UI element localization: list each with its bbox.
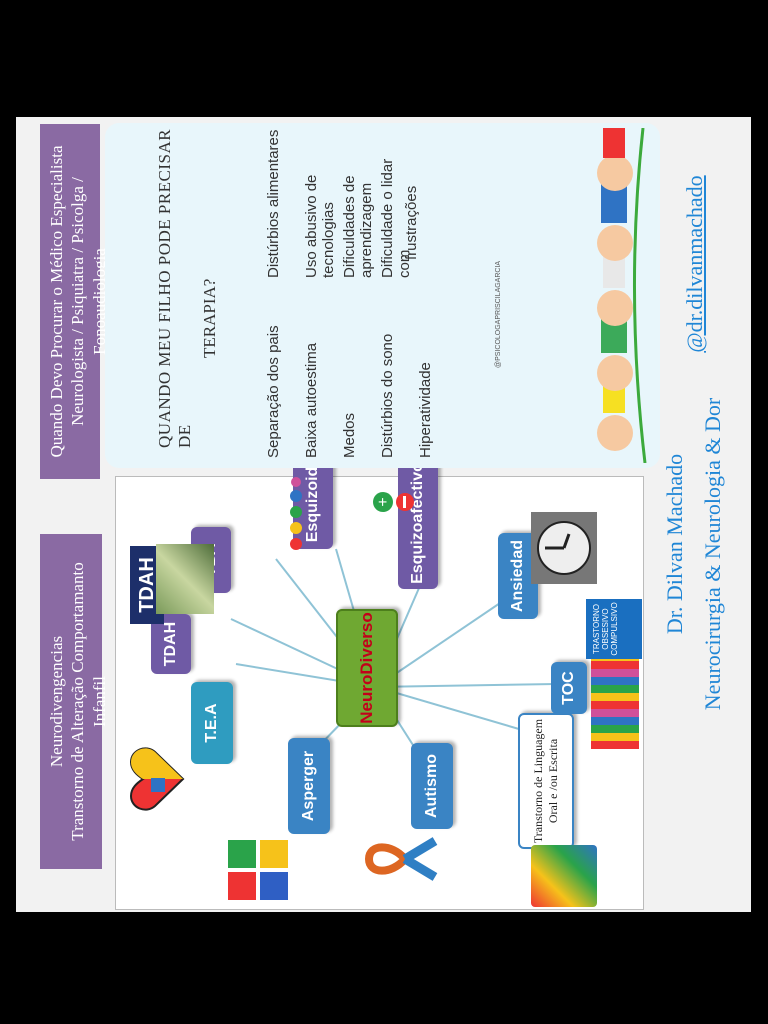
header-left-line2: Transtorno de Alteração Comportamanto In…: [68, 562, 109, 841]
reason-hiperatividade: Hiperatividade: [417, 362, 434, 458]
colorful-letters-image: [531, 845, 597, 907]
clock-face-icon: [531, 512, 597, 584]
center-node: NeuroDiverso: [336, 609, 398, 727]
specialist-header: Quando Devo Procurar o Médico Especialis…: [40, 124, 109, 479]
node-asperger: Asperger: [288, 738, 330, 834]
reason-sono: Distúrbios do sono: [379, 333, 396, 458]
reason-frustracao: Dificuldade o lidar com: [379, 158, 413, 278]
connector-toc: [375, 683, 557, 688]
mindmap-panel: NeuroDiverso T.E.A Asperger Autismo Tran…: [115, 451, 644, 910]
reasons-column-2: Distúrbios alimentares Uso abusivo de te…: [265, 128, 427, 278]
reason-tecnologias: Uso abusivo de tecnologias: [303, 174, 337, 278]
toc-sign-line2: OBSESIVO: [601, 608, 610, 650]
reason-medos: Medos: [341, 412, 358, 458]
puzzle-heart-icon: [129, 747, 185, 811]
neurodivergence-header: Neurodivengencias Transtorno de Alteraçã…: [40, 534, 109, 869]
reason-autoestima: Baixa autoestima: [303, 342, 320, 458]
node-tea: T.E.A: [191, 682, 233, 764]
connector-linguagem: [375, 686, 537, 735]
linguagem-line2: Oral e /ou Escrita: [546, 738, 560, 824]
reason-alimentares: Distúrbios alimentares: [265, 129, 282, 278]
svg-text:+: +: [375, 497, 392, 506]
colored-pencils-image: [591, 659, 639, 749]
header-left-line1: Neurodivengencias: [47, 635, 66, 768]
reason-aprendizagem: Dificuldades de aprendizagem: [341, 175, 375, 278]
infocard-title-line1: QUANDO MEU FILHO PODE PRECISAR DE: [155, 128, 194, 448]
toc-sign-line3: COMPULSIVO: [610, 602, 619, 656]
doctor-name: Dr. Dilvan Machado: [662, 453, 687, 635]
puzzle-pieces-icon: [228, 840, 288, 900]
header-right-line2: Neurologista / Psiquiatra / Psicolga / F…: [68, 177, 109, 426]
header-right-line1: Quando Devo Procurar o Médico Especialis…: [47, 145, 66, 458]
plus-minus-icon: +: [373, 492, 414, 512]
reason-frustracao-cont: frustrações: [403, 185, 420, 260]
node-toc: TOC: [551, 662, 587, 714]
toc-sign-line1: TRASTORNO: [592, 603, 601, 655]
toc-sign: TRASTORNO OBSESIVO COMPULSIVO: [586, 599, 642, 659]
tba-photo: [156, 544, 214, 614]
therapy-infocard: QUANDO MEU FILHO PODE PRECISAR DE TERAPI…: [105, 123, 660, 468]
doctor-handle[interactable]: @dr.dilvanmachado: [682, 175, 707, 353]
people-figures-icon: [290, 477, 302, 550]
children-illustration: [515, 127, 655, 464]
node-linguagem: Transtorno de Linguagem Oral e /ou Escri…: [518, 713, 574, 849]
node-autismo: Autismo: [411, 743, 453, 829]
infocard-credit: @PSICOLOGAPRISCILAGARCIA: [495, 260, 502, 368]
linguagem-line1: Transtorno de Linguagem: [531, 718, 545, 844]
infocard-title-line2: TERAPIA?: [200, 278, 219, 358]
reasons-column-1: Separação dos pais Baixa autoestima Medo…: [265, 288, 455, 458]
reason-separacao: Separação dos pais: [265, 325, 282, 458]
awareness-ribbon-icon: [364, 837, 438, 881]
